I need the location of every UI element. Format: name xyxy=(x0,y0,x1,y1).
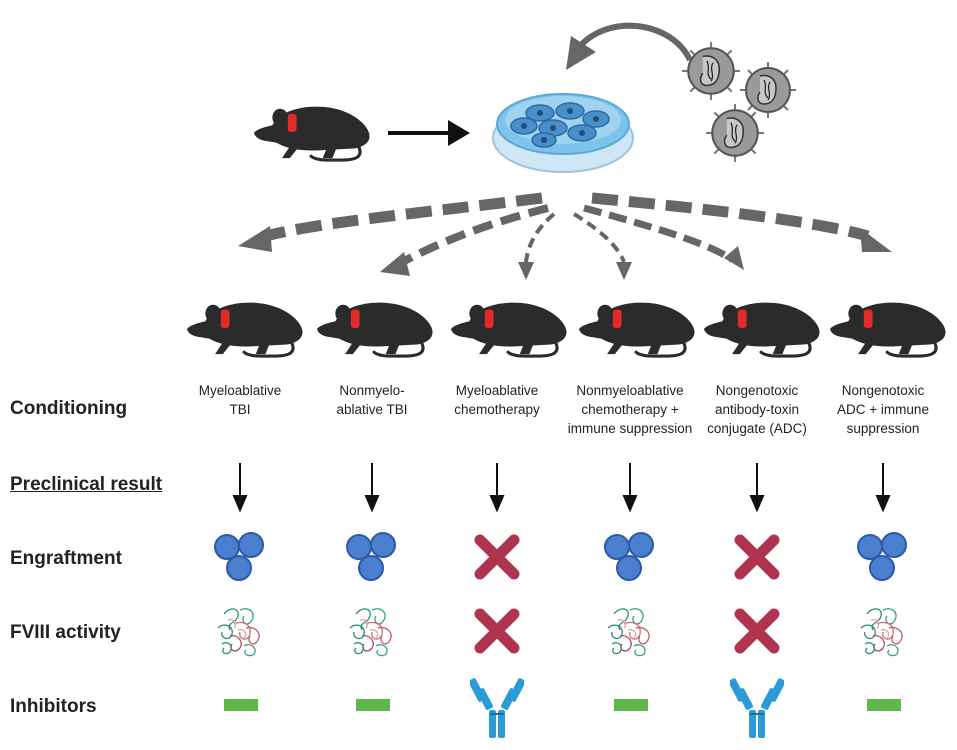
red-x-icon xyxy=(740,614,774,648)
fviii-protein-icon xyxy=(217,608,260,657)
conditioning-text-col6: Nongenotoxic ADC + immune suppression xyxy=(808,381,957,438)
conditioning-line: Nonmyeloablative xyxy=(576,383,684,398)
conditioning-text-col4: Nonmyeloablative chemotherapy + immune s… xyxy=(555,381,705,438)
lentivirus-icon xyxy=(739,61,797,119)
donor-to-dish-arrow xyxy=(388,120,470,146)
cell-cluster-icon xyxy=(346,532,396,581)
recipient-mouse-icon xyxy=(828,301,948,358)
antibody-icon xyxy=(730,676,784,739)
red-x-icon xyxy=(480,614,514,648)
conditioning-line: Myeloablative xyxy=(455,383,539,398)
cell-cluster-icon xyxy=(604,532,654,581)
conditioning-line: Nonmyelo- xyxy=(339,383,405,398)
cell-cluster-icon xyxy=(214,532,264,581)
green-dash-icon xyxy=(356,699,390,711)
recipient-mouse-icon xyxy=(449,301,569,358)
conditioning-line: suppression xyxy=(846,421,920,436)
distribution-arrowheads xyxy=(238,226,892,280)
conditioning-line: antibody-toxin xyxy=(714,402,800,417)
distribution-arrows xyxy=(264,192,870,266)
green-dash-icon xyxy=(224,699,258,711)
result-arrows xyxy=(232,463,891,513)
green-dash-icon xyxy=(614,699,648,711)
conditioning-line: ADC + immune xyxy=(837,402,929,417)
row-label-engraftment: Engraftment xyxy=(10,548,122,569)
row-label-preclinical-result: Preclinical result xyxy=(10,474,163,495)
green-dash-icon xyxy=(867,699,901,711)
fviii-protein-icon xyxy=(349,608,392,657)
conditioning-line: Nongenotoxic xyxy=(841,383,925,398)
conditioning-line: chemotherapy xyxy=(454,402,540,417)
conditioning-line: immune suppression xyxy=(567,421,693,436)
conditioning-text-col3: Myeloablative chemotherapy xyxy=(422,381,572,419)
red-x-icon xyxy=(740,540,774,574)
conditioning-text-col2: Nonmyelo- ablative TBI xyxy=(297,381,447,419)
row-label-inhibitors: Inhibitors xyxy=(10,696,97,717)
lentivirus-icon xyxy=(681,41,741,101)
recipient-mouse-icon xyxy=(577,301,697,358)
antibody-icon xyxy=(470,676,524,739)
recipient-mouse-icon xyxy=(702,301,822,358)
conditioning-line: Myeloablative xyxy=(198,383,282,398)
conditioning-line: TBI xyxy=(229,402,251,417)
conditioning-line: chemotherapy + xyxy=(581,402,679,417)
conditioning-text-col5: Nongenotoxic antibody-toxin conjugate (A… xyxy=(682,381,832,438)
recipient-mouse-icon xyxy=(315,301,435,358)
conditioning-line: Nongenotoxic xyxy=(715,383,799,398)
conditioning-text-col1: Myeloablative TBI xyxy=(165,381,315,419)
conditioning-line: conjugate (ADC) xyxy=(707,421,807,436)
recipient-mouse-icon xyxy=(185,301,305,358)
row-label-conditioning: Conditioning xyxy=(10,398,128,419)
fviii-protein-icon xyxy=(607,608,650,657)
donor-mouse-icon xyxy=(252,105,372,162)
petri-dish-icon xyxy=(492,93,634,173)
conditioning-line: ablative TBI xyxy=(336,402,408,417)
lentivirus-icon xyxy=(705,103,765,163)
transduction-arrow xyxy=(566,22,693,70)
row-label-fviii-activity: FVIII activity xyxy=(10,622,121,643)
cell-cluster-icon xyxy=(857,532,907,581)
fviii-protein-icon xyxy=(860,608,903,657)
red-x-icon xyxy=(480,540,514,574)
